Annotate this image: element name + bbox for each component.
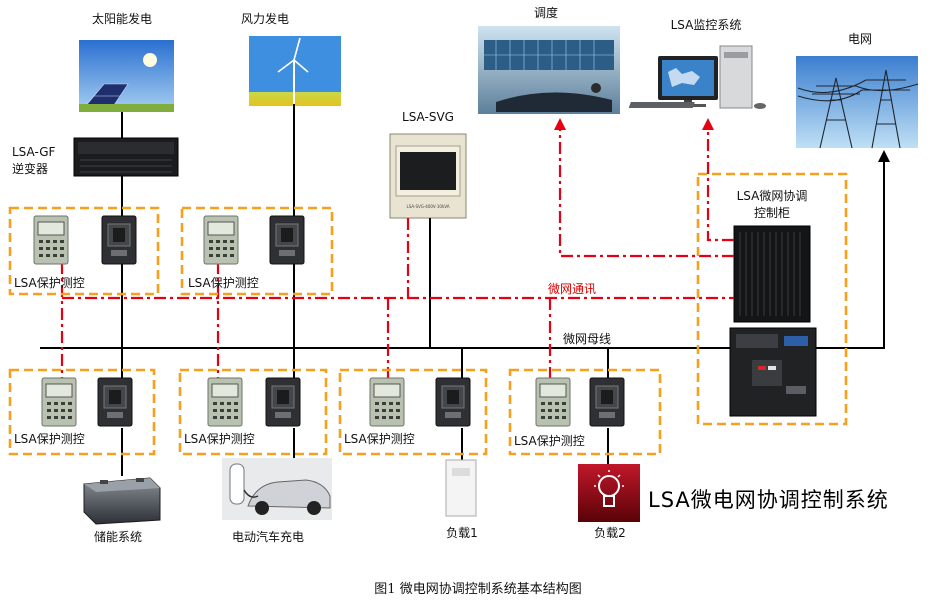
protection-box-storage bbox=[8, 368, 156, 456]
inverter-label-line1: LSA-GF bbox=[12, 145, 56, 159]
inverter-image bbox=[73, 137, 179, 177]
figure-caption: 图1 微电网协调控制系统基本结构图 bbox=[374, 582, 582, 597]
relay-load2 bbox=[535, 377, 571, 427]
protection-box-solar bbox=[8, 206, 160, 296]
communication-lines bbox=[60, 126, 734, 380]
protection-label-load1: LSA保护测控 bbox=[344, 432, 415, 446]
arrow-to-grid-icon bbox=[878, 150, 890, 162]
protection-box-ev bbox=[178, 368, 328, 456]
svg-cabinet-image: LSA-SVG-400V-10kVA bbox=[389, 133, 467, 219]
load1-label: 负载1 bbox=[446, 526, 478, 540]
controller-rack-image bbox=[733, 225, 811, 323]
breaker-ev bbox=[265, 377, 301, 427]
dispatch-center-image bbox=[478, 26, 620, 114]
bus-label: 微网母线 bbox=[563, 332, 612, 346]
relay-storage bbox=[41, 377, 77, 427]
relay-load1 bbox=[369, 377, 405, 427]
controller-label: LSA微网协调 控制柜 bbox=[737, 188, 808, 222]
protection-label-ev: LSA保护测控 bbox=[184, 432, 255, 446]
storage-label: 储能系统 bbox=[93, 530, 143, 544]
solar-panel-image bbox=[79, 40, 174, 112]
load1-device-image bbox=[445, 459, 477, 517]
controller-label-line2: 控制柜 bbox=[753, 206, 790, 220]
protection-box-wind bbox=[180, 206, 334, 296]
breaker-storage bbox=[97, 377, 133, 427]
protection-label-wind: LSA保护测控 bbox=[188, 276, 259, 290]
grid-label: 电网 bbox=[847, 32, 873, 46]
solar-label: 太阳能发电 bbox=[91, 12, 153, 26]
svg-cabinet-plate: LSA-SVG-400V-10kVA bbox=[407, 204, 450, 209]
relay-wind bbox=[203, 215, 239, 265]
comm-label: 微网通讯 bbox=[548, 282, 597, 296]
arrow-to-dispatch-icon bbox=[554, 118, 566, 130]
system-title: LSA微电网协调控制系统 bbox=[648, 488, 889, 512]
breaker-solar bbox=[101, 215, 137, 265]
protection-box-load2 bbox=[508, 368, 662, 456]
power-grid-tower-image bbox=[796, 56, 919, 149]
monitor-label: LSA监控系统 bbox=[670, 18, 742, 32]
ev-label: 电动汽车充电 bbox=[231, 530, 305, 544]
wind-turbine-image bbox=[249, 36, 341, 106]
protection-box-load1 bbox=[338, 368, 488, 456]
inverter-label-line2: 逆变器 bbox=[12, 162, 49, 176]
svg-label: LSA-SVG bbox=[402, 110, 454, 124]
protection-label-solar: LSA保护测控 bbox=[14, 276, 85, 290]
battery-image bbox=[83, 477, 161, 525]
ev-charging-image bbox=[222, 458, 332, 520]
breaker-load1 bbox=[435, 377, 471, 427]
controller-box bbox=[696, 172, 848, 426]
breaker-load2 bbox=[589, 377, 625, 427]
monitor-computer-image bbox=[628, 45, 766, 109]
controller-label-line1: LSA微网协调 bbox=[736, 189, 808, 203]
breaker-wind bbox=[269, 215, 305, 265]
protection-label-load2: LSA保护测控 bbox=[514, 434, 585, 448]
relay-solar bbox=[33, 215, 69, 265]
protection-groups bbox=[8, 172, 848, 456]
inverter-label: LSA-GF 逆变器 bbox=[12, 144, 55, 178]
lightbulb-icon bbox=[578, 464, 640, 522]
protection-label-storage: LSA保护测控 bbox=[14, 432, 85, 446]
arrow-to-monitor-icon bbox=[702, 118, 714, 130]
dispatch-label: 调度 bbox=[533, 6, 559, 20]
load2-label: 负载2 bbox=[594, 526, 626, 540]
wind-label: 风力发电 bbox=[240, 12, 290, 26]
relay-ev bbox=[207, 377, 243, 427]
main-breaker-image bbox=[729, 327, 817, 417]
